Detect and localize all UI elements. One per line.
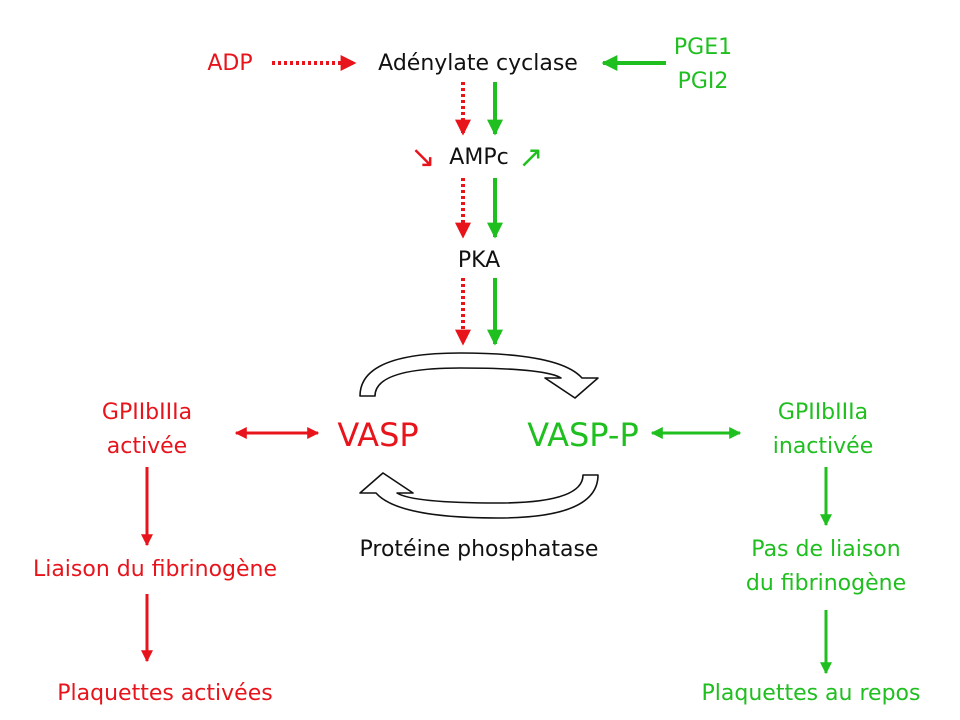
plaquettes-activees-label: Plaquettes activées	[57, 681, 272, 706]
gp-inactivee-line1: GPIIbIIIa	[778, 400, 868, 425]
gp-activee-line2: activée	[107, 434, 187, 459]
pge1-label: PGE1	[674, 35, 732, 60]
increase-icon: ↗	[518, 140, 543, 175]
vasp-label: VASP	[337, 416, 418, 454]
pas-liaison-line1: Pas de liaison	[751, 537, 900, 562]
decrease-icon: ↘	[410, 140, 435, 175]
phosphorylation-cycle-arrow	[359, 352, 599, 399]
dephosphorylation-cycle-arrow	[359, 472, 599, 519]
gp-activee-line1: GPIIbIIIa	[102, 400, 192, 425]
ampc-label: AMPc	[449, 145, 508, 170]
pas-liaison-line2: du fibrinogène	[746, 571, 906, 596]
phosphatase-label: Protéine phosphatase	[360, 537, 599, 562]
pka-label: PKA	[458, 248, 500, 273]
adp-label: ADP	[207, 51, 252, 76]
vasp-p-label: VASP-P	[527, 416, 638, 454]
pgi2-label: PGI2	[678, 69, 729, 94]
gp-inactivee-line2: inactivée	[773, 434, 873, 459]
adenylate-cyclase-label: Adénylate cyclase	[378, 51, 578, 76]
plaquettes-repos-label: Plaquettes au repos	[702, 681, 921, 706]
liaison-label: Liaison du fibrinogène	[33, 557, 277, 582]
